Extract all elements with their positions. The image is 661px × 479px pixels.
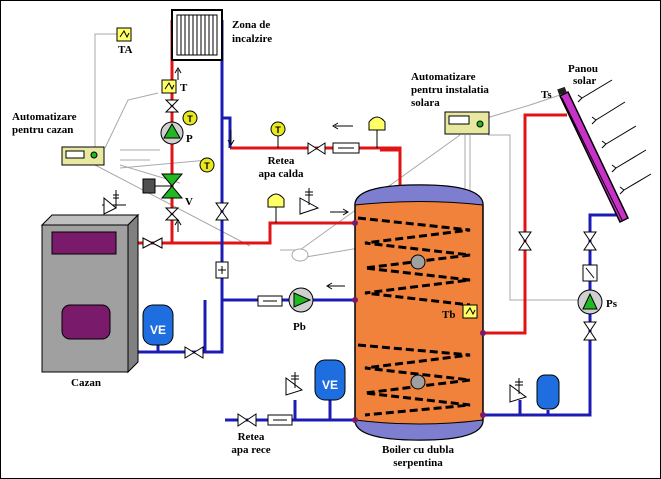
valve-blue-low <box>184 346 204 359</box>
valve-blue-vertical <box>215 202 229 279</box>
pump-p-icon <box>160 121 184 145</box>
sun-rays-icon <box>577 79 652 195</box>
auto-solar-label-1: Automatizare <box>411 71 476 83</box>
solar-controller-icon <box>444 111 490 135</box>
ve2-label: VE <box>322 378 338 392</box>
expansion-vessel-bottom-icon <box>314 359 346 401</box>
ve1-label: VE <box>150 323 166 337</box>
v-label: V <box>185 196 193 208</box>
thermometer-hot-outlet-icon: T <box>270 121 286 148</box>
boiler-label-1: Boiler cu dubla <box>382 444 454 456</box>
safety-valve-mid-icon <box>299 188 320 215</box>
solar-loop-fittings <box>518 231 598 341</box>
ps-label: Ps <box>606 298 618 310</box>
ts-label: Ts <box>541 89 552 101</box>
p-label: P <box>186 133 193 145</box>
safety-valve-bottom-icon <box>285 372 304 396</box>
expansion-vessel-solar-icon <box>536 374 560 410</box>
auto-cazan-label-1: Automatizare <box>12 111 77 123</box>
retea-calda-label-1: Retea <box>268 155 295 167</box>
boiler-tank <box>352 184 486 441</box>
safety-valve-left-icon <box>102 190 126 215</box>
tb-label: Tb <box>442 309 455 321</box>
cazan-unit <box>40 213 140 374</box>
auto-solar-label-2: pentru instalatia <box>411 84 489 96</box>
svg-text:T: T <box>275 125 281 135</box>
thermometer-p-icon: T <box>182 110 198 126</box>
pump-ps-icon <box>577 289 603 315</box>
boiler-controller-icon <box>61 146 105 166</box>
pb-label: Pb <box>293 321 306 333</box>
retea-rece-label-2: apa rece <box>231 444 270 456</box>
safety-valve-solar-icon <box>509 378 528 403</box>
valve-hot-outlet <box>307 142 360 155</box>
air-vent-mid-icon <box>267 193 285 223</box>
room-thermostat-ta <box>116 27 132 42</box>
cold-inlet-fittings <box>237 413 293 427</box>
valve-pair-upper <box>164 99 180 221</box>
svg-text:T: T <box>187 114 193 124</box>
ta-label: TA <box>118 44 133 56</box>
air-vent-top-icon <box>368 116 386 148</box>
t-label: T <box>180 82 188 94</box>
solar-panel <box>557 86 629 224</box>
zona-label-2: incalzire <box>232 33 272 45</box>
thermometer-v-icon: T <box>199 157 215 173</box>
pump-pb-icon <box>257 287 314 313</box>
boiler-label-2: serpentina <box>393 457 443 469</box>
sensor-t <box>161 79 177 94</box>
three-way-valve-v-icon <box>142 173 184 199</box>
sensor-tb-icon <box>462 304 478 319</box>
zona-label-1: Zona de <box>232 19 270 31</box>
auto-cazan-label-2: pentru cazan <box>12 124 73 136</box>
valve-cazan-red <box>142 237 163 249</box>
retea-rece-label-1: Retea <box>238 431 265 443</box>
panou-label-1: Panou <box>568 63 598 75</box>
expansion-vessel-left-icon <box>142 304 174 346</box>
svg-text:T: T <box>204 161 210 171</box>
flow-arrows <box>174 67 353 290</box>
cazan-label: Cazan <box>71 377 101 389</box>
radiator <box>171 9 223 61</box>
retea-calda-label-2: apa calda <box>259 168 304 180</box>
auto-solar-label-3: solara <box>411 97 440 109</box>
panou-label-2: solar <box>573 75 596 87</box>
